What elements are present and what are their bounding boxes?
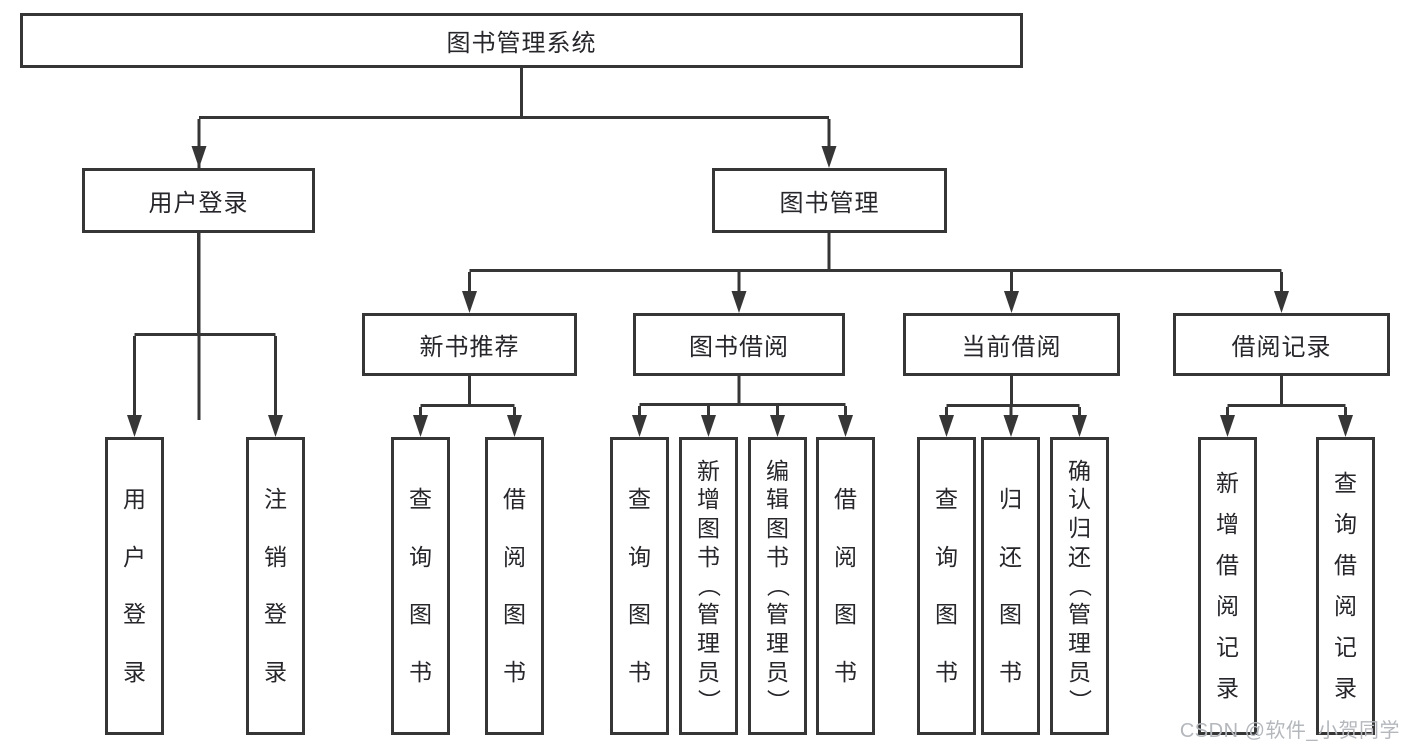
leaf-query-books-newbook: 查询图书 [391, 437, 450, 735]
leaf-add-borrow-record: 新增借阅记录 [1198, 437, 1257, 735]
connector-root-to-level2 [197, 68, 831, 420]
connector-record-branch [1226, 376, 1347, 420]
leaf-edit-book-admin: 编辑图书（管理员） [748, 437, 807, 735]
leaf-borrow-books-newbook: 借阅图书 [485, 437, 544, 735]
leaf-borrow-books-borrow: 借阅图书 [816, 437, 875, 735]
arrowheads-user-leaves [127, 415, 283, 437]
node-current-borrow: 当前借阅 [903, 313, 1120, 376]
connector-borrow-branch [638, 376, 847, 420]
node-book-borrow: 图书借阅 [633, 313, 845, 376]
watermark: CSDN @软件_小贺同学 [1179, 720, 1400, 742]
arrowheads-newbook-leaves [413, 415, 522, 437]
leaf-query-books-borrow: 查询图书 [610, 437, 669, 735]
leaf-confirm-return-admin: 确认归还（管理员） [1050, 437, 1109, 735]
connector-current-branch [945, 376, 1081, 420]
connector-user-login-branch [133, 233, 277, 420]
arrowheads-current-leaves [939, 415, 1087, 437]
node-book-management: 图书管理 [712, 168, 947, 233]
leaf-user-login: 用户登录 [105, 437, 164, 735]
arrowheads-record-leaves [1220, 415, 1353, 437]
leaf-add-book-admin: 新增图书（管理员） [679, 437, 738, 735]
leaf-query-borrow-record: 查询借阅记录 [1316, 437, 1375, 735]
arrowheads-level3 [462, 291, 1289, 313]
node-borrow-records: 借阅记录 [1173, 313, 1390, 376]
node-library-management-system: 图书管理系统 [20, 13, 1023, 68]
connector-newbook-branch [419, 376, 516, 420]
connector-book-management-branch [468, 233, 1283, 296]
node-user-login: 用户登录 [82, 168, 315, 233]
node-new-book-recommend: 新书推荐 [362, 313, 577, 376]
leaf-logout: 注销登录 [246, 437, 305, 735]
arrowheads-borrow-leaves [632, 415, 853, 437]
arrowheads-level2 [191, 146, 837, 168]
leaf-return-book: 归还图书 [981, 437, 1040, 735]
leaf-query-books-current: 查询图书 [917, 437, 976, 735]
